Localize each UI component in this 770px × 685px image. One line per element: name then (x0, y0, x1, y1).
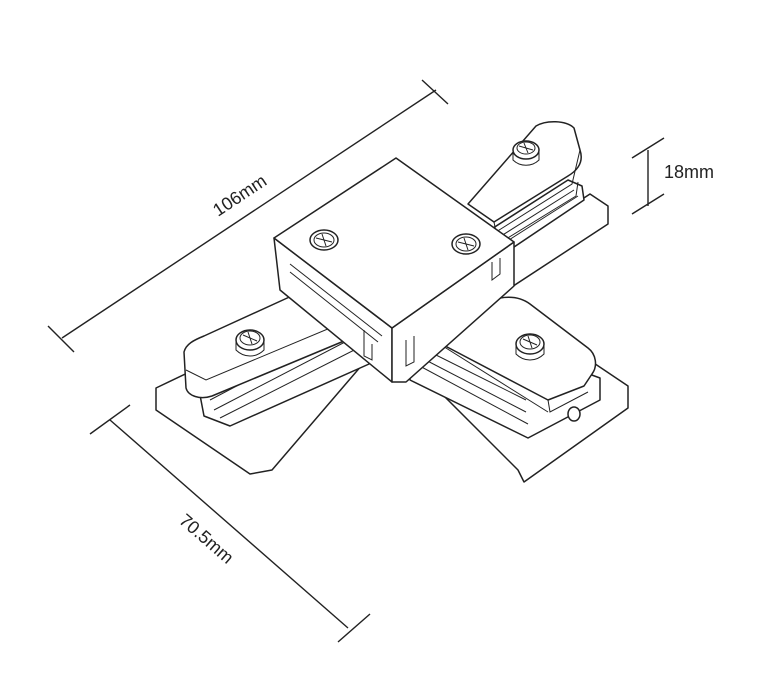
dimension-height: 18mm (631, 137, 714, 215)
dimension-height-label: 18mm (664, 162, 714, 182)
dimension-length-label: 106mm (209, 171, 270, 221)
side-hole-icon (567, 406, 581, 422)
center-screw-left-icon (309, 229, 339, 251)
front-right-screw-icon (515, 333, 545, 361)
t-connector (155, 121, 629, 483)
center-screw-right-icon (451, 233, 481, 255)
back-arm-screw-icon (512, 140, 540, 166)
front-left-screw-icon (235, 329, 265, 357)
center-block-top (273, 157, 515, 329)
dimension-width-label: 70.5mm (175, 510, 237, 568)
